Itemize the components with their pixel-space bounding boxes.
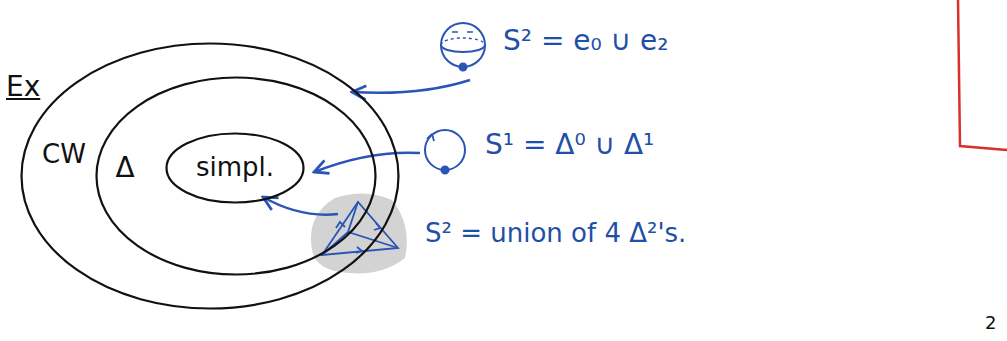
circle-sketch	[425, 130, 465, 174]
leader-arrow	[263, 197, 338, 215]
margin-box	[958, 0, 1007, 150]
annotation-text: S¹ = Δ⁰ ∪ Δ¹	[485, 128, 654, 162]
region-ellipse: simpl.	[165, 132, 305, 204]
leader-arrow	[314, 153, 420, 172]
tetrahedron-sketch	[311, 193, 407, 273]
leader-arrow	[352, 80, 470, 93]
region-ellipse: simpl. Δ CW	[20, 42, 400, 310]
region-label: Δ	[115, 151, 134, 185]
annotation-text: S² = union of 4 Δ²'s.	[425, 218, 686, 249]
annotation-text: S² = e₀ ∪ e₂	[503, 24, 668, 58]
leader-arrows	[263, 80, 470, 215]
region-label: CW	[42, 139, 86, 170]
annotation-text: 2	[985, 312, 996, 334]
region-ellipse: simpl. Δ	[95, 76, 377, 276]
annotation-text: Ex	[6, 70, 40, 104]
sphere-sketch	[441, 23, 485, 71]
region-label: simpl.	[196, 152, 274, 183]
